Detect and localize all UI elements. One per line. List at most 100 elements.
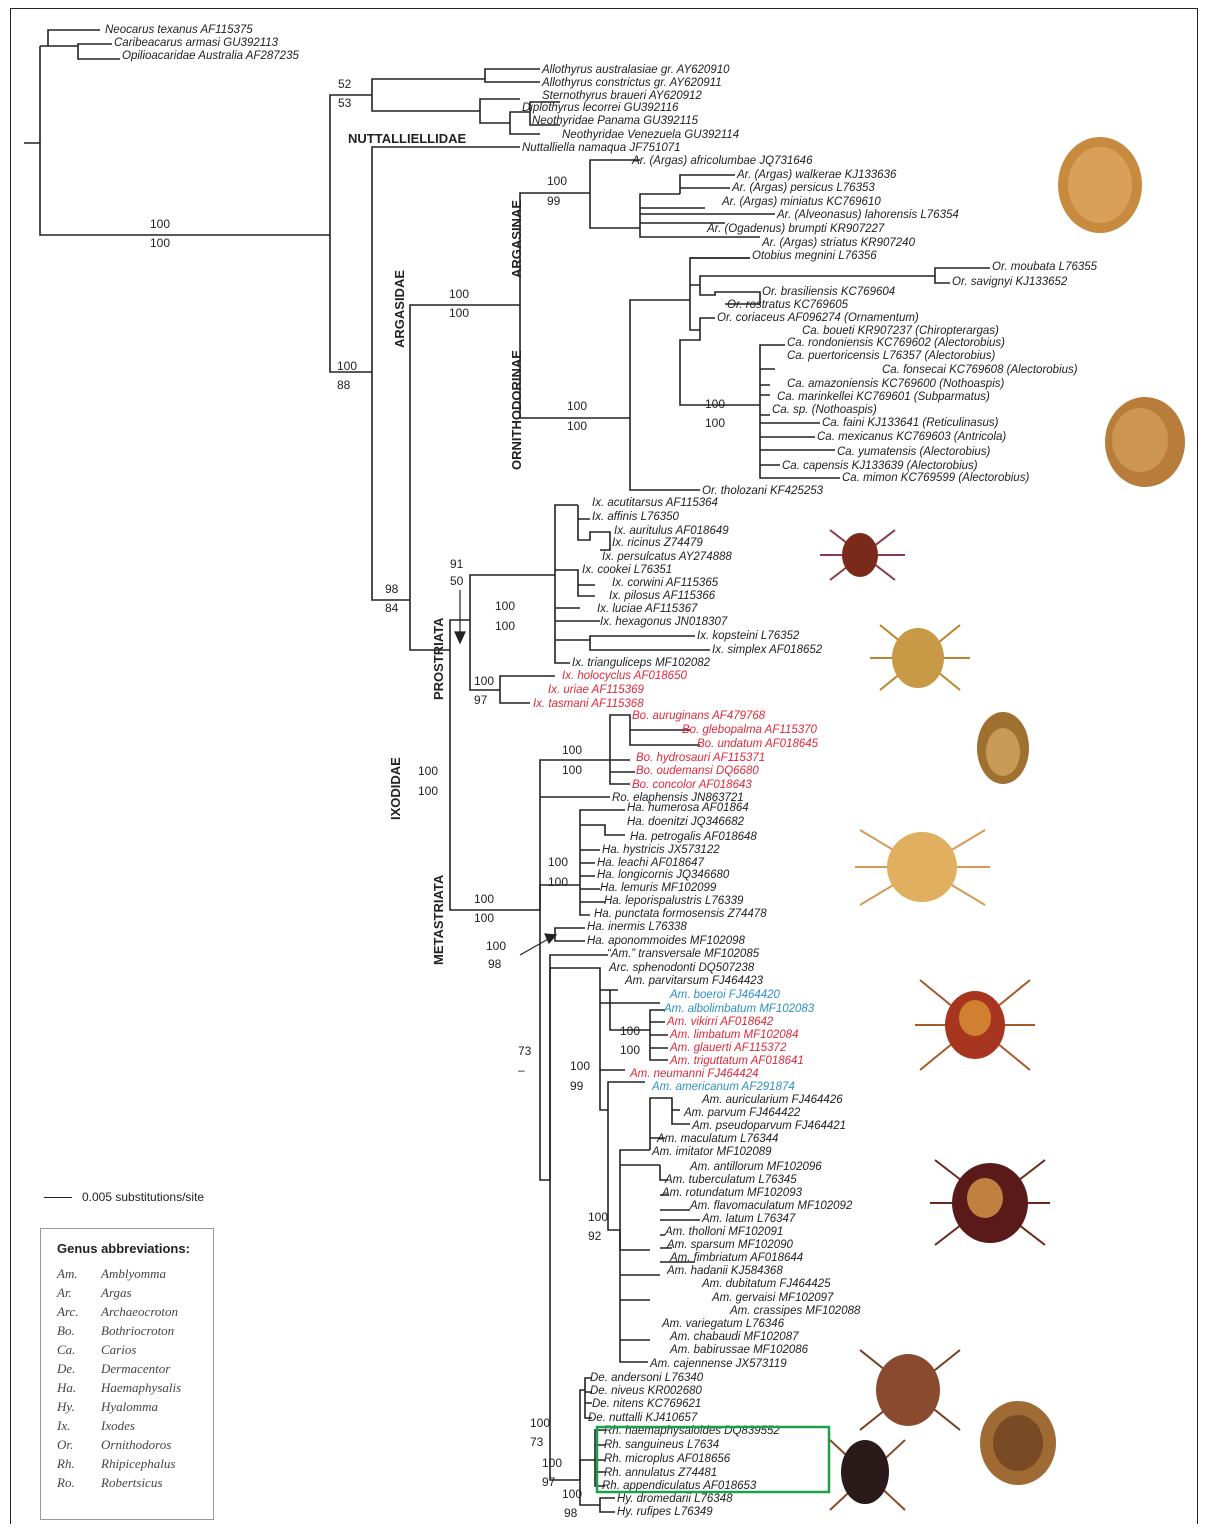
tip-label: Ar. (Argas) walkerae KJ133636 <box>736 169 897 181</box>
tip-label: Neothyridae Venezuela GU392114 <box>562 129 739 141</box>
tip-label: Ha. punctata formosensis Z74478 <box>594 908 767 920</box>
legend-abbr: Bo. <box>57 1321 101 1340</box>
family-label-nuttalliellidae: NUTTALLIELLIDAE <box>348 131 467 146</box>
tip-label: Ix. hexagonus JN018307 <box>600 616 728 628</box>
legend-row: Or.Ornithodoros <box>57 1435 181 1454</box>
legend-abbr: Ix. <box>57 1416 101 1435</box>
tip-label: Am. americanum AF291874 <box>651 1081 795 1093</box>
tip-label: Ca. faini KJ133641 (Reticulinasus) <box>822 417 999 429</box>
support-value: 100 <box>620 1024 640 1038</box>
tip-label: Ca. amazoniensis KC769600 (Nothoaspis) <box>787 378 1005 390</box>
tip-label: Am. gervaisi MF102097 <box>711 1292 834 1304</box>
scale-bar: 0.005 substitutions/site <box>44 1190 204 1204</box>
tip-label: Ha. humerosa AF01864 <box>627 802 749 814</box>
tip-label: Ca. capensis KJ133639 (Alectorobius) <box>782 460 978 472</box>
support-value: 100 <box>562 763 582 777</box>
support-value: 97 <box>474 693 488 707</box>
hyalomma-tick-icon <box>980 1401 1056 1485</box>
support-value: 91 <box>450 557 464 571</box>
tip-label: Bo. oudemansi DQ6680 <box>636 765 759 777</box>
tip-label: Am. cajennense JX573119 <box>649 1358 787 1370</box>
tip-label: Am. fimbriatum AF018644 <box>669 1252 803 1264</box>
tip-label: Ca. yumatensis (Alectorobius) <box>837 446 991 458</box>
legend-abbr: Or. <box>57 1435 101 1454</box>
legend-genus: Amblyomma <box>101 1264 181 1283</box>
tip-label: Ix. pilosus AF115366 <box>609 590 716 602</box>
tip-label: Or. tholozani KF425253 <box>702 485 824 497</box>
tip-label: Ha. doenitzi JQ346682 <box>627 816 745 828</box>
tip-label: Ha. leachi AF018647 <box>597 857 705 869</box>
rhipicephalus-tick-icon <box>830 1440 905 1510</box>
tip-label: Ar. (Argas) africolumbae JQ731646 <box>631 155 813 167</box>
tip-label: Rh. appendiculatus AF018653 <box>602 1480 757 1492</box>
tip-label: Am. parvitarsum FJ464423 <box>624 975 764 987</box>
tip-label: Ha. leporispalustris L76339 <box>604 895 744 907</box>
support-value: 100 <box>150 217 170 231</box>
argas-tick-icon <box>1058 137 1142 233</box>
tip-label: “Am.” transversale MF102085 <box>607 948 760 960</box>
family-label-ixodidae: IXODIDAE <box>388 757 403 820</box>
tip-label: Ar. (Argas) striatus KR907240 <box>761 237 916 249</box>
tip-label: Am. babirussae MF102086 <box>669 1344 809 1356</box>
tip-label: Ix. affinis L76350 <box>592 511 680 523</box>
support-value: 100 <box>705 397 725 411</box>
tip-label: Caribeacarus armasi GU392113 <box>114 37 279 49</box>
tip-label: Ix. corwini AF115365 <box>612 577 719 589</box>
legend-genus: Rhipicephalus <box>101 1454 181 1473</box>
tip-label: Am. pseudoparvum FJ464421 <box>691 1120 846 1132</box>
tip-label: De. niveus KR002680 <box>590 1385 702 1397</box>
tip-label: Ix. simplex AF018652 <box>712 644 823 656</box>
tip-label: Ca. sp. (Nothoaspis) <box>772 404 877 416</box>
tip-label: Am. vikirri AF018642 <box>666 1016 774 1028</box>
tip-label: Rh. sanguineus L7634 <box>604 1439 719 1451</box>
legend-genus: Argas <box>101 1283 181 1302</box>
tip-label: Ix. auritulus AF018649 <box>614 525 729 537</box>
tip-label: Am. maculatum L76344 <box>656 1133 778 1145</box>
tip-label: Am. variegatum L76346 <box>661 1318 785 1330</box>
tip-label: Bo. auruginans AF479768 <box>632 710 766 722</box>
support-value: 97 <box>542 1475 556 1489</box>
tip-label: Am. latum L76347 <box>701 1213 796 1225</box>
tip-label: Ix. kopsteini L76352 <box>697 630 800 642</box>
legend-abbr: De. <box>57 1359 101 1378</box>
tip-label: Allothyrus constrictus gr. AY620911 <box>541 77 722 89</box>
legend-abbr: Rh. <box>57 1454 101 1473</box>
amblyomma-variegatum-tick-icon <box>930 1160 1050 1245</box>
tip-label: Opilioacaridae Australia AF287235 <box>122 50 299 62</box>
tip-label: De. nuttalli KJ410657 <box>588 1412 698 1424</box>
bothriocroton-tick-icon <box>870 625 970 690</box>
tip-label: Am. tholloni MF102091 <box>664 1226 783 1238</box>
legend-row: Ha.Haemaphysalis <box>57 1378 181 1397</box>
support-value: 100 <box>418 784 438 798</box>
support-value: 100 <box>705 416 725 430</box>
support-value: – <box>518 1063 525 1077</box>
tip-label: Ha. hystricis JX573122 <box>602 844 720 856</box>
tip-label: Bo. hydrosauri AF115371 <box>636 752 765 764</box>
tip-label: De. andersoni L76340 <box>590 1372 704 1384</box>
tip-label: Neocarus texanus AF115375 <box>105 24 253 36</box>
tip-label: Ix. persulcatus AY274888 <box>602 551 732 563</box>
tip-label: Am. glauerti AF115372 <box>669 1042 787 1054</box>
legend-row: Ca.Carios <box>57 1340 181 1359</box>
scale-bar-line <box>44 1197 72 1198</box>
legend-genus: Dermacentor <box>101 1359 181 1378</box>
tip-label: Ca. mexicanus KC769603 (Antricola) <box>817 431 1006 443</box>
legend-genus: Ornithodoros <box>101 1435 181 1454</box>
legend-row: Ar.Argas <box>57 1283 181 1302</box>
tip-label: Am. auricularium FJ464426 <box>701 1094 843 1106</box>
subfamily-label-argasinae: ARGASINAE <box>509 200 524 278</box>
support-value: 100 <box>562 1487 582 1501</box>
tip-label: Ix. luciae AF115367 <box>597 603 698 615</box>
tip-label: Neothyridae Panama GU392115 <box>532 115 699 127</box>
tip-label: Or. moubata L76355 <box>992 261 1098 273</box>
tip-label: Am. chabaudi MF102087 <box>669 1331 799 1343</box>
haemaphysalis-tick-icon <box>855 830 990 905</box>
ixodes-tick-icon <box>820 530 905 580</box>
support-value: 100 <box>548 875 568 889</box>
tip-label: Ix. ricinus Z74479 <box>612 537 703 549</box>
support-value: 92 <box>588 1229 602 1243</box>
tip-label: Bo. glebopalma AF115370 <box>682 724 818 736</box>
tip-label: Or. brasiliensis KC769604 <box>762 286 895 298</box>
support-value: 100 <box>495 599 515 613</box>
support-value: 100 <box>474 674 494 688</box>
